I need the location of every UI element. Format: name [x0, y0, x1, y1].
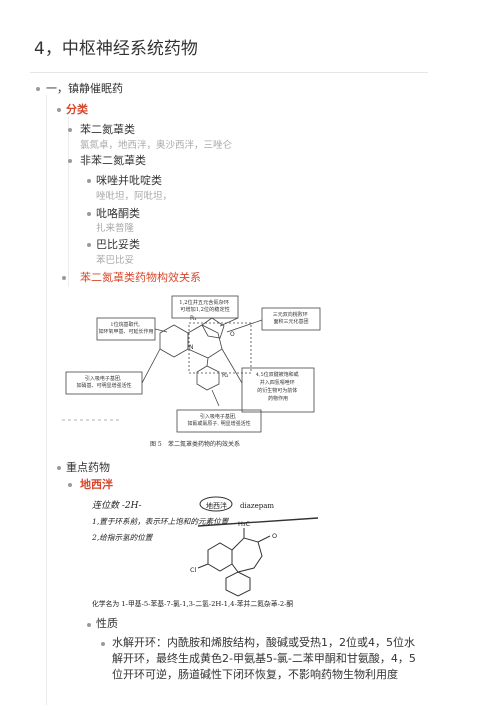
bullet-dot	[57, 108, 61, 112]
diazepine-ring-diazepam	[231, 537, 263, 573]
phenyl-ring-diazepam	[225, 571, 251, 597]
bullet-dot	[68, 128, 72, 132]
bullet-dot	[87, 623, 91, 627]
page-title: 4，中枢神经系统药物	[34, 39, 198, 59]
sar-box-left-text: 1位烷基取代, 如环氧甲基、可延长作用	[98, 321, 153, 335]
outline-guide-1	[46, 95, 47, 705]
outline-item-hydrolysis[interactable]: 水解开环：内酰胺和烯胺结构，酸碱或受热1，2位或4，5位水解开环，最终生成黄色2…	[112, 636, 416, 681]
chlorine-label: Cl	[190, 566, 197, 574]
outline-item-properties[interactable]: 性质	[96, 617, 118, 630]
outline-item-pyrrolones[interactable]: 吡咯酮类	[96, 207, 140, 220]
bullet-dot	[36, 87, 40, 91]
handwritten-stroke	[197, 517, 319, 527]
sar-box-right	[261, 307, 321, 331]
title-divider	[30, 72, 428, 73]
bullet-dot	[87, 179, 91, 183]
atom-r2-label: R₂	[222, 372, 229, 379]
sar-box-bottom-text: 引入吸电子基团, 如氟或氯原子, 明显增强活性	[187, 413, 250, 427]
diazepam-name-cn: 地西泮	[206, 501, 227, 510]
diazepam-figure-svg: 连位数 -2H- 1,置于环系前，表示环上饱和的元素位置 2,给指示氢的位置 地…	[91, 496, 319, 608]
bullet-dot	[68, 159, 72, 163]
outline-note-pyrrolone-examples: 扎来普隆	[96, 223, 135, 234]
outline-item-barbiturates[interactable]: 巴比妥类	[96, 238, 140, 251]
atom-o-label: O	[230, 331, 235, 338]
outline-item-classification[interactable]: 分类	[66, 103, 88, 116]
handwritten-note-2: 1,置于环系前，表示环上饱和的元素位置	[92, 517, 230, 526]
sar-box-bottom	[176, 409, 262, 433]
bullet-dot	[57, 466, 61, 470]
outline-note-imidazo-examples: 唑吡坦，阿吡坦，	[96, 191, 173, 202]
outline-guide-2	[68, 117, 69, 287]
methyl-label: H₃C	[238, 520, 250, 528]
bullet-dot	[62, 276, 66, 280]
sar-caption-number: 图 5	[150, 441, 162, 448]
sar-dashed-region	[188, 322, 252, 374]
outline-item-sedatives[interactable]: 一，镇静催眠药	[46, 82, 123, 95]
atom-n-label: N	[189, 344, 194, 351]
bullet-dot	[87, 243, 91, 247]
sar-box-top	[171, 295, 239, 319]
phenyl-ring-c	[196, 365, 220, 391]
atom-r1-label: R₁	[190, 315, 197, 322]
outline-item-sar[interactable]: 苯二氮䓬类药物构效关系	[80, 271, 201, 284]
handwritten-note-3: 2,给指示氢的位置	[91, 533, 154, 542]
outline-note-benzo-examples: 氯氮卓，地西泮，奥沙西泮，三唑仑	[80, 140, 233, 151]
outline-note-barbit-examples: 苯巴比妥	[96, 255, 135, 266]
sar-box-bottom-left-text: 引入吸电子基团, 如硝基、可明显增强活性	[76, 375, 131, 389]
sar-box-right-2-text: 4,5位双键被饱和或 并入四氢噁唑环 的衍生物可为前体 药物作用	[256, 371, 301, 402]
oxygen-label: O	[272, 532, 277, 540]
sar-caption: 苯二氮䓬类药物的构效关系	[168, 440, 240, 448]
sar-box-right-text: 三元双向桃败环 面积三元化基团	[273, 311, 310, 325]
outline-item-diazepam[interactable]: 地西泮	[80, 478, 113, 491]
bullet-dot	[87, 212, 91, 216]
handwritten-circle	[199, 496, 233, 512]
outline-item-benzodiazepines[interactable]: 苯二氮䓬类	[80, 123, 135, 136]
benzene-ring-a	[159, 324, 189, 358]
sar-box-top-text: 1,2位并五元含氮杂环 可增加1,2位的稳定性	[179, 298, 230, 313]
outline-item-imidazopyridines[interactable]: 咪唑并吡啶类	[96, 174, 162, 187]
bullet-dot	[101, 642, 105, 646]
outline-item-non-benzodiazepines[interactable]: 非苯二氮䓬类	[80, 154, 146, 167]
benzo-ring	[207, 542, 233, 572]
sar-figure: 1,2位并五元含氮杂环 可增加1,2位的稳定性 1位烷基取代, 如环氧甲基、可延…	[62, 288, 332, 452]
diazepam-chemical-name: 化学名为 1-甲基-5-苯基-7-氯-1,3-二氢-2H-1,4-苯并二氮杂䓬-…	[92, 599, 293, 608]
handwritten-note-1: 连位数 -2H-	[92, 500, 142, 511]
diazepam-figure: 连位数 -2H- 1,置于环系前，表示环上饱和的元素位置 2,给指示氢的位置 地…	[88, 492, 360, 610]
bullet-dot	[68, 483, 72, 487]
diazepam-name-en: diazepam	[240, 502, 274, 510]
sar-box-right-2	[241, 367, 315, 413]
outline-item-key-drugs[interactable]: 重点药物	[66, 461, 110, 474]
sar-figure-svg: 1,2位并五元含氮杂环 可增加1,2位的稳定性 1位烷基取代, 如环氧甲基、可延…	[62, 295, 321, 448]
triazole-ring	[201, 317, 225, 339]
